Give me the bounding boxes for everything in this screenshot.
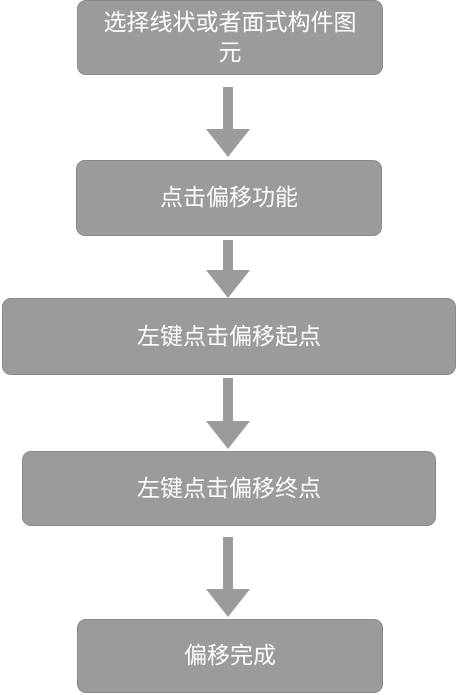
step-offset-complete: 偏移完成 [77,619,383,693]
step-label: 左键点击偏移起点 [137,323,321,350]
down-arrow-icon [206,240,250,298]
step-click-start-point: 左键点击偏移起点 [2,298,456,375]
step-select-element: 选择线状或者面式构件图元 [77,0,383,75]
step-label: 点击偏移功能 [160,185,298,211]
down-arrow-icon [206,378,250,449]
step-label: 偏移完成 [184,643,276,669]
step-click-end-point: 左键点击偏移终点 [22,451,436,526]
step-label: 选择线状或者面式构件图元 [103,9,357,66]
down-arrow-icon [206,537,250,617]
step-label: 左键点击偏移终点 [137,475,321,502]
down-arrow-icon [206,87,250,157]
step-click-offset-function: 点击偏移功能 [76,160,382,236]
